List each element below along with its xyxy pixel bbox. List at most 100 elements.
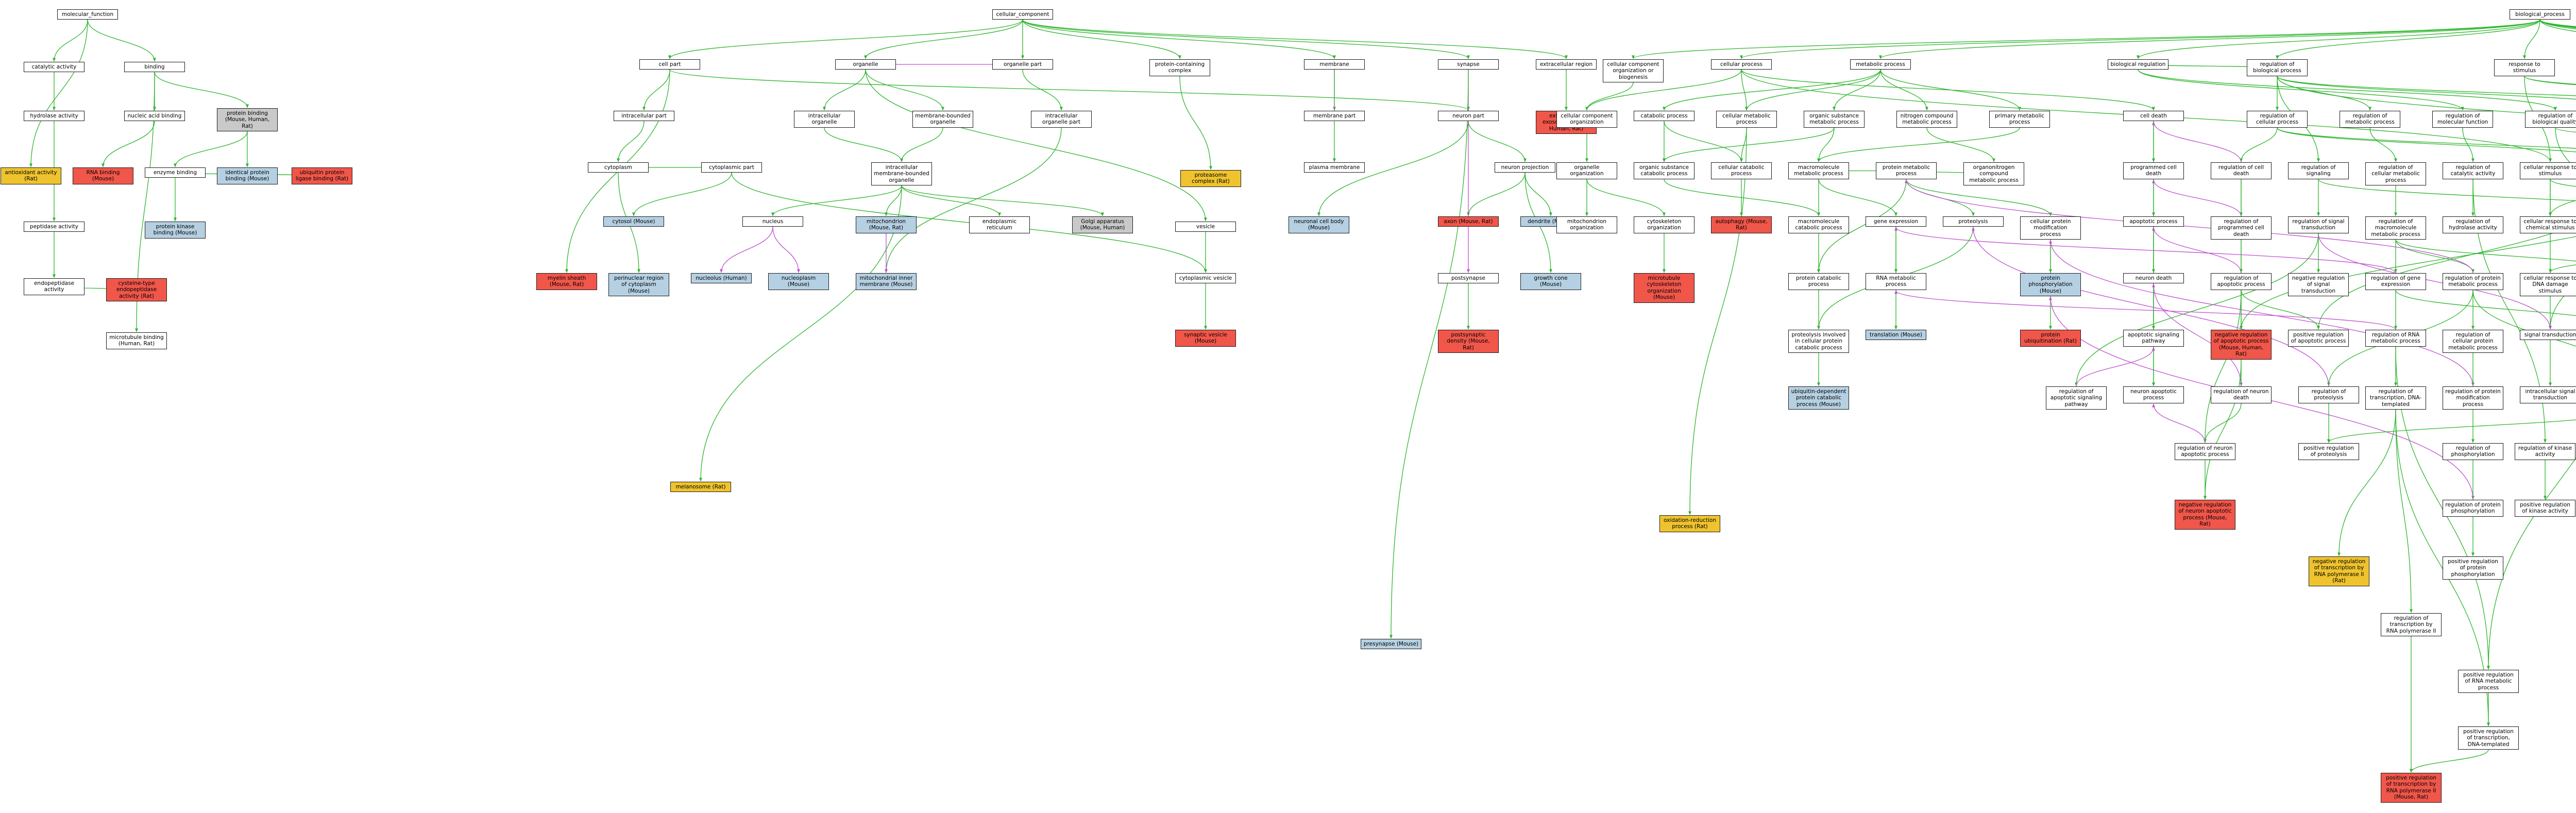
- go-term-node[interactable]: regulation of RNA metabolic process: [2365, 330, 2426, 347]
- go-term-node[interactable]: organelle: [835, 59, 896, 70]
- go-term-node[interactable]: membrane part: [1304, 111, 1365, 122]
- go-term-node[interactable]: presynapse (Mouse): [1361, 639, 1421, 650]
- go-term-node[interactable]: apoptotic signaling pathway: [2123, 330, 2184, 347]
- go-term-node[interactable]: cellular process: [1711, 59, 1772, 70]
- go-term-node[interactable]: Golgi apparatus (Mouse, Human): [1072, 216, 1133, 233]
- go-term-node[interactable]: response to stimulus: [2494, 59, 2555, 76]
- go-term-node[interactable]: positive regulation of apoptotic process: [2288, 330, 2349, 347]
- go-term-node[interactable]: protein catabolic process: [1788, 273, 1849, 290]
- go-term-node[interactable]: intracellular part: [614, 111, 674, 122]
- go-term-node[interactable]: regulation of gene expression: [2365, 273, 2426, 290]
- go-term-node[interactable]: protein binding (Mouse, Human, Rat): [217, 108, 278, 132]
- go-term-node[interactable]: membrane-bounded organelle: [912, 111, 973, 128]
- go-term-node[interactable]: myelin sheath (Mouse, Rat): [536, 273, 597, 290]
- go-term-node[interactable]: regulation of biological process: [2247, 59, 2308, 76]
- go-term-node[interactable]: growth cone (Mouse): [1520, 273, 1581, 290]
- go-term-node[interactable]: peptidase activity: [24, 222, 84, 232]
- go-term-node[interactable]: nucleolus (Human): [691, 273, 752, 284]
- go-term-node[interactable]: axon (Mouse, Rat): [1438, 216, 1499, 227]
- go-term-node[interactable]: regulation of proteolysis: [2298, 386, 2359, 403]
- go-term-node[interactable]: positive regulation of protein phosphory…: [2443, 556, 2503, 580]
- go-term-node[interactable]: nucleus: [742, 216, 803, 227]
- go-term-node[interactable]: organonitrogen compound metabolic proces…: [1963, 162, 2024, 186]
- go-term-node[interactable]: organic substance metabolic process: [1804, 111, 1865, 128]
- go-term-node[interactable]: intracellular membrane-bounded organelle: [871, 162, 932, 186]
- go-term-node[interactable]: regulation of molecular function: [2432, 111, 2493, 128]
- go-term-node[interactable]: catalytic activity: [24, 62, 84, 73]
- go-term-node[interactable]: neuron part: [1438, 111, 1499, 122]
- go-term-node[interactable]: regulation of transcription by RNA polym…: [2381, 613, 2442, 637]
- go-term-node[interactable]: neuronal cell body (Mouse): [1289, 216, 1349, 233]
- go-term-node[interactable]: protein metabolic process: [1876, 162, 1937, 179]
- go-term-node[interactable]: macromolecule metabolic process: [1788, 162, 1849, 179]
- go-term-node[interactable]: cytoplasmic vesicle: [1175, 273, 1236, 284]
- go-term-node[interactable]: organelle part: [992, 59, 1053, 70]
- go-term-node[interactable]: mitochondrion (Mouse, Rat): [856, 216, 917, 233]
- go-term-node[interactable]: regulation of neuron death: [2211, 386, 2272, 403]
- go-term-node[interactable]: regulation of neuron apoptotic process: [2175, 443, 2235, 460]
- go-term-node[interactable]: ubiquitin protein ligase binding (Rat): [292, 167, 352, 184]
- go-term-node[interactable]: nitrogen compound metabolic process: [1896, 111, 1957, 128]
- go-term-node[interactable]: negative regulation of neuron apoptotic …: [2175, 500, 2235, 530]
- go-term-node[interactable]: regulation of signaling: [2288, 162, 2349, 179]
- go-term-node[interactable]: signal transduction: [2520, 330, 2576, 341]
- go-term-node[interactable]: apoptotic process: [2123, 216, 2184, 227]
- go-term-node[interactable]: regulation of protein modification proce…: [2443, 386, 2503, 410]
- go-term-node[interactable]: mitochondrion organization: [1556, 216, 1617, 233]
- go-term-node[interactable]: biological_process: [2510, 9, 2570, 20]
- go-term-node[interactable]: regulation of apoptotic process: [2211, 273, 2272, 290]
- go-term-node[interactable]: regulation of metabolic process: [2340, 111, 2400, 128]
- go-term-node[interactable]: regulation of cell death: [2211, 162, 2272, 179]
- go-term-node[interactable]: cellular response to chemical stimulus: [2520, 216, 2576, 233]
- go-term-node[interactable]: positive regulation of transcription by …: [2381, 773, 2442, 803]
- go-term-node[interactable]: regulation of transcription, DNA-templat…: [2365, 386, 2426, 410]
- go-term-node[interactable]: neuron apoptotic process: [2123, 386, 2184, 403]
- go-term-node[interactable]: molecular_function: [57, 9, 118, 20]
- go-term-node[interactable]: neuron death: [2123, 273, 2184, 284]
- go-term-node[interactable]: regulation of cellular protein metabolic…: [2443, 330, 2503, 353]
- go-term-node[interactable]: organelle organization: [1556, 162, 1617, 179]
- go-term-node[interactable]: cytoskeleton organization: [1634, 216, 1694, 233]
- go-term-node[interactable]: proteolysis involved in cellular protein…: [1788, 330, 1849, 353]
- go-term-node[interactable]: intracellular organelle: [794, 111, 855, 128]
- go-term-node[interactable]: regulation of macromolecule metabolic pr…: [2365, 216, 2426, 240]
- go-term-node[interactable]: cytoplasm: [588, 162, 649, 173]
- go-term-node[interactable]: autophagy (Mouse, Rat): [1711, 216, 1772, 233]
- go-term-node[interactable]: RNA binding (Mouse): [73, 167, 133, 184]
- go-term-node[interactable]: microtubule binding (Human, Rat): [106, 332, 167, 349]
- go-term-node[interactable]: programmed cell death: [2123, 162, 2184, 179]
- go-term-node[interactable]: cellular component organization: [1556, 111, 1617, 128]
- go-term-node[interactable]: protein-containing complex: [1149, 59, 1210, 76]
- go-term-node[interactable]: regulation of kinase activity: [2515, 443, 2575, 460]
- go-term-node[interactable]: cell death: [2123, 111, 2184, 122]
- go-term-node[interactable]: regulation of biological quality: [2525, 111, 2576, 128]
- go-term-node[interactable]: negative regulation of signal transducti…: [2288, 273, 2349, 297]
- go-term-node[interactable]: metabolic process: [1850, 59, 1911, 70]
- go-term-node[interactable]: regulation of protein phosphorylation: [2443, 500, 2503, 517]
- go-term-node[interactable]: perinuclear region of cytoplasm (Mouse): [608, 273, 669, 297]
- go-term-node[interactable]: ubiquitin-dependent protein catabolic pr…: [1788, 386, 1849, 410]
- go-term-node[interactable]: cellular component organization or bioge…: [1603, 59, 1664, 83]
- go-term-node[interactable]: synapse: [1438, 59, 1499, 70]
- go-term-node[interactable]: gene expression: [1866, 216, 1926, 227]
- go-term-node[interactable]: mitochondrial inner membrane (Mouse): [856, 273, 917, 290]
- go-term-node[interactable]: cytosol (Mouse): [603, 216, 664, 227]
- go-term-node[interactable]: cysteine-type endopeptidase activity (Ra…: [106, 278, 167, 302]
- go-term-node[interactable]: macromolecule catabolic process: [1788, 216, 1849, 233]
- go-term-node[interactable]: neuron projection: [1495, 162, 1555, 173]
- go-term-node[interactable]: vesicle: [1175, 222, 1236, 232]
- go-term-node[interactable]: organic substance catabolic process: [1634, 162, 1694, 179]
- go-term-node[interactable]: enzyme binding: [145, 167, 206, 178]
- go-term-node[interactable]: endopeptidase activity: [24, 278, 84, 295]
- go-term-node[interactable]: RNA metabolic process: [1866, 273, 1926, 290]
- go-term-node[interactable]: melanosome (Rat): [670, 482, 731, 493]
- go-term-node[interactable]: regulation of hydrolase activity: [2443, 216, 2503, 233]
- go-term-node[interactable]: plasma membrane: [1304, 162, 1365, 173]
- go-term-node[interactable]: intracellular signal transduction: [2520, 386, 2576, 403]
- go-term-node[interactable]: negative regulation of apoptotic process…: [2211, 330, 2272, 360]
- go-term-node[interactable]: protein ubiquitination (Rat): [2020, 330, 2081, 347]
- go-term-node[interactable]: postsynapse: [1438, 273, 1499, 284]
- go-term-node[interactable]: binding: [124, 62, 185, 73]
- go-term-node[interactable]: regulation of catalytic activity: [2443, 162, 2503, 179]
- go-term-node[interactable]: cytoplasmic part: [701, 162, 762, 173]
